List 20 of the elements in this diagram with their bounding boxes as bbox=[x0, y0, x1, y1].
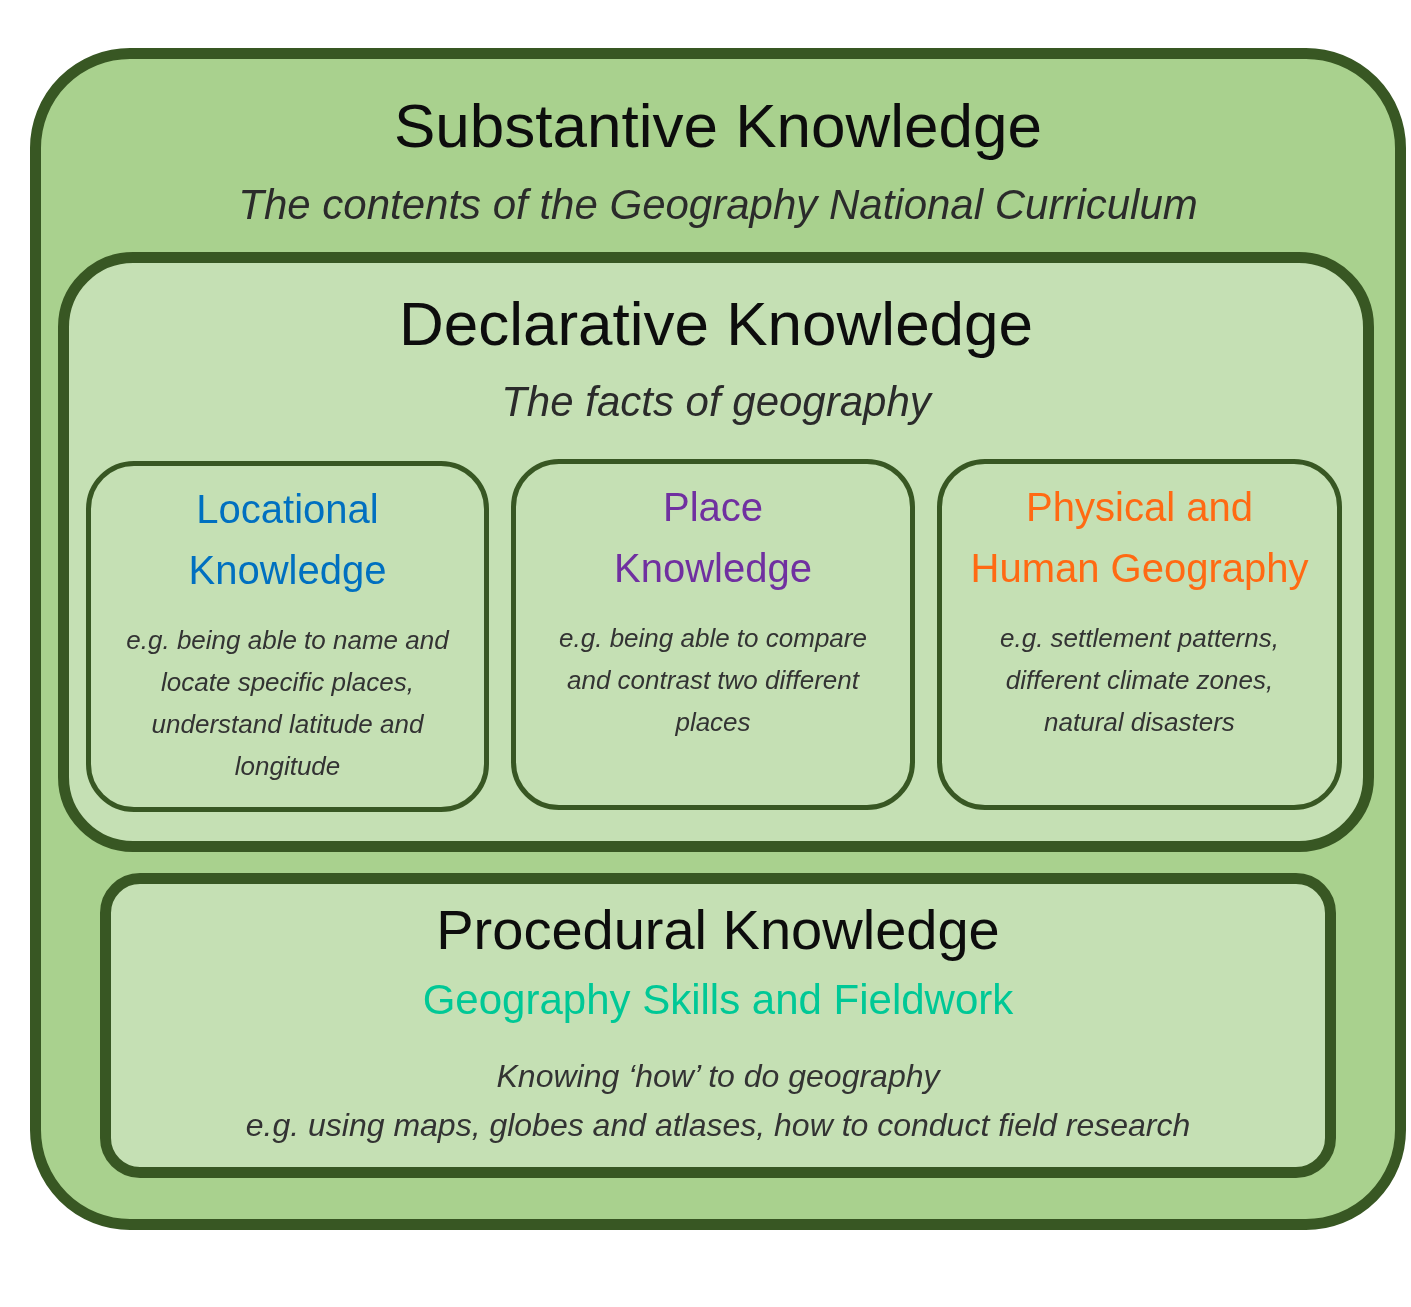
outer-panel bbox=[30, 48, 1406, 1230]
category-card bbox=[511, 459, 915, 810]
description-text: Knowing ‘how’ to do geography bbox=[496, 1057, 940, 1096]
category-card bbox=[937, 459, 1342, 810]
description-text: e.g. using maps, globes and atlases, how to conduct field research bbox=[245, 1106, 1191, 1145]
panel-heading: Substantive Knowledge bbox=[394, 91, 1042, 161]
card-heading: Place Knowledge bbox=[613, 484, 813, 592]
card-description: e.g. being able to compare and contrast two different places bbox=[558, 622, 868, 739]
card-heading: Locational Knowledge bbox=[187, 486, 388, 594]
card-description: e.g. being able to name and locate specific places, understand latitude and longitude bbox=[125, 624, 451, 783]
panel-subtitle: The contents of the Geography National Curriculum bbox=[238, 181, 1198, 229]
inner-panel bbox=[100, 873, 1336, 1178]
card-heading: Physical and Human Geography bbox=[969, 484, 1310, 592]
panel-subheading: Geography Skills and Fieldwork bbox=[422, 976, 1014, 1024]
panel-subtitle: The facts of geography bbox=[501, 378, 931, 426]
panel-heading: Declarative Knowledge bbox=[398, 289, 1034, 359]
card-description: e.g. settlement patterns, different climate zones, natural disasters bbox=[999, 622, 1280, 739]
inner-panel bbox=[58, 252, 1374, 852]
category-card bbox=[86, 461, 489, 812]
panel-heading: Procedural Knowledge bbox=[436, 897, 1000, 962]
